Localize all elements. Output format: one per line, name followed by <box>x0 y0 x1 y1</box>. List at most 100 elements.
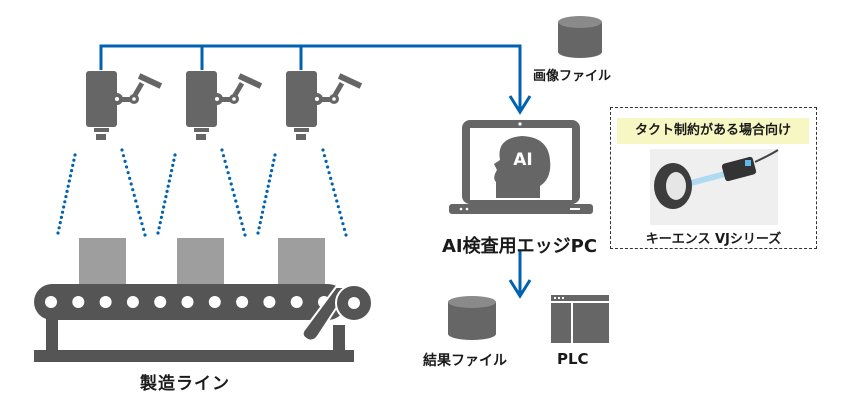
fov-dot <box>231 188 235 192</box>
fov-dot <box>229 182 233 186</box>
production-line-label: 製造ライン <box>140 374 230 394</box>
fov-dot <box>232 193 236 197</box>
camera-hinge-hole <box>215 97 219 101</box>
fov-dot <box>263 200 267 204</box>
fov-dot <box>73 153 77 157</box>
fov-dot <box>125 165 129 169</box>
camera-mount-plate <box>337 73 363 89</box>
fov-dot <box>56 231 60 235</box>
fov-dot <box>240 222 244 226</box>
fov-dot <box>66 184 70 188</box>
fov-dot <box>171 163 175 167</box>
conveyor-icon <box>34 284 373 362</box>
camera-icon <box>286 71 363 140</box>
fov-dot <box>137 210 141 214</box>
fov-dot <box>168 174 173 178</box>
fov-dot <box>237 210 241 214</box>
fov-dot <box>324 159 328 163</box>
fov-dot <box>272 158 276 162</box>
fov-dot <box>322 154 327 158</box>
fov-dot <box>332 188 336 192</box>
field-of-view-group <box>56 148 348 237</box>
edge-pc-label: AI検査用エッジPC <box>442 236 598 257</box>
fov-dot <box>268 174 273 178</box>
fov-dot <box>68 174 73 178</box>
fov-dot <box>336 205 340 209</box>
fov-dot <box>163 200 167 204</box>
camera-body <box>86 71 117 127</box>
edge-pc-laptop-icon: AI <box>449 120 593 214</box>
fov-dot <box>260 210 265 214</box>
conveyor-roller <box>181 296 194 308</box>
fov-dot <box>338 210 342 214</box>
connector-network <box>99 44 532 299</box>
fov-dot <box>135 205 139 209</box>
fov-dot <box>158 221 162 225</box>
camera-lens-ring <box>194 128 209 132</box>
fov-dot <box>259 215 263 219</box>
conveyor-roller <box>208 296 221 308</box>
fov-dot <box>265 189 269 193</box>
fov-dot <box>164 195 168 199</box>
plc-window-icon <box>551 295 609 343</box>
camera-hinge-hole <box>315 97 319 101</box>
conveyor-roller <box>236 296 249 308</box>
conveyor-roller <box>45 296 57 308</box>
fov-dot <box>165 189 169 193</box>
fov-dot <box>129 182 133 186</box>
fov-dot <box>235 205 239 209</box>
fov-dot <box>132 193 136 197</box>
fov-dot <box>258 221 262 225</box>
conveyor-roller <box>263 296 276 308</box>
fov-dot <box>330 182 334 186</box>
fov-dot <box>238 216 242 220</box>
image-file-database-icon <box>558 16 602 58</box>
conveyor-roller <box>154 296 167 308</box>
product-label: キーエンス VJシリーズ <box>645 232 782 247</box>
fov-dot <box>225 165 229 169</box>
conveyor-roller <box>290 296 303 308</box>
camera-bus-line <box>99 44 522 110</box>
ai-head-icon <box>494 136 551 198</box>
fov-dot <box>167 179 171 183</box>
fov-dot <box>333 193 337 197</box>
camera-icon <box>86 71 163 140</box>
workpiece-box <box>79 238 126 285</box>
fov-dot <box>131 188 135 192</box>
camera-lens <box>196 134 206 140</box>
fov-dot <box>341 222 345 226</box>
camera-mount-post <box>332 81 345 97</box>
camera-lens-ring <box>294 128 309 132</box>
fov-dot <box>126 171 130 175</box>
camera-joint-hole <box>132 97 136 101</box>
fov-dot <box>221 154 226 158</box>
conveyor-left-leg <box>46 318 58 352</box>
fov-dot <box>70 169 74 173</box>
fov-dot <box>226 171 230 175</box>
fov-dot <box>157 226 161 230</box>
fov-dot <box>72 158 76 162</box>
option-callout-box: タクト制約がある場合向け キーエンス VJシリーズ <box>610 107 817 249</box>
fov-dot <box>138 216 142 220</box>
camera-body <box>186 71 217 127</box>
fov-dot <box>223 159 227 163</box>
fov-dot <box>162 205 166 209</box>
camera-lens <box>296 134 306 140</box>
fov-dot <box>62 205 66 209</box>
fov-dot <box>59 215 64 219</box>
fov-dot <box>220 148 224 152</box>
camera-arm <box>322 97 330 102</box>
fov-dot <box>71 163 75 167</box>
fov-dot <box>173 153 177 157</box>
fov-dot <box>156 231 160 235</box>
conveyor-end-roller-hole <box>348 297 360 309</box>
fov-dot <box>228 176 232 180</box>
fov-dot <box>121 154 126 158</box>
fov-dot <box>63 200 67 204</box>
fov-dot <box>243 233 247 237</box>
fov-dot <box>266 184 270 188</box>
result-file-database-icon <box>448 296 496 340</box>
camera-joint-hole <box>332 97 336 101</box>
conveyor-base <box>34 350 354 362</box>
